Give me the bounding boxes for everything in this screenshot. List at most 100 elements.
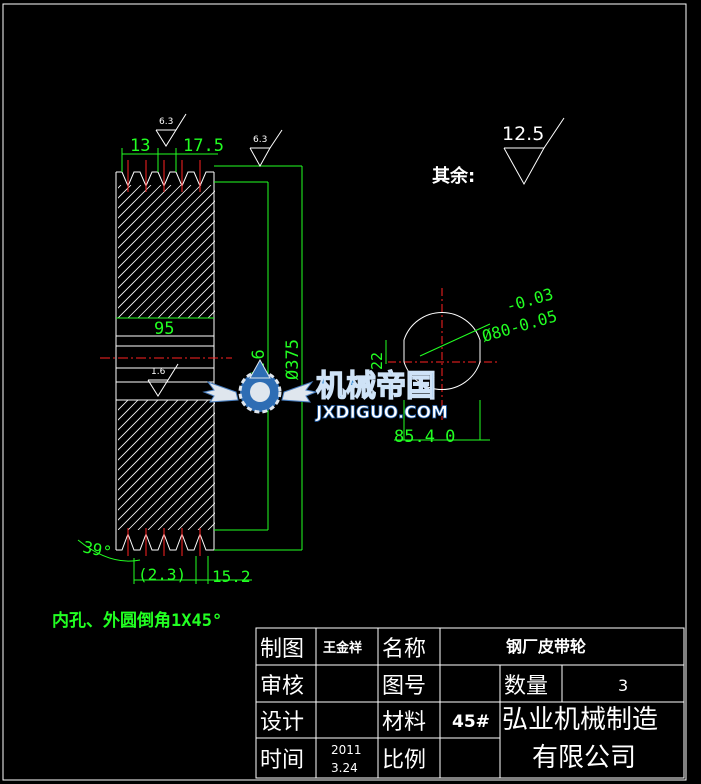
dim-13: 13 [130,136,150,156]
hatch-line [338,185,471,318]
wing-right-icon [281,380,318,403]
dim-39deg: 39° [81,537,113,562]
value-date-year: 2011 [331,743,362,757]
label-design: 设计 [260,710,304,735]
hatch-line [118,400,209,491]
roughness-symbol-1-6: 1.6 [147,363,179,397]
title-block: 制图 王金祥 名称 钢厂皮带轮 审核 图号 数量 3 设计 材料 45# 弘业机… [255,627,685,779]
hatch-line [368,185,501,318]
hatch-line [118,185,202,269]
pulley-section [0,160,501,556]
hatch-line [268,185,401,318]
hatch-line [308,185,441,318]
hatch-line [177,492,215,530]
hatch-line [207,310,215,318]
hatch-line [228,185,361,318]
hatch-line [0,185,81,318]
hatch-line [0,185,71,318]
watermark-url: JXDIGUO.COM [315,403,448,423]
hatch-line [118,185,162,229]
wing-left-icon [202,380,239,403]
roughness-other-label: 其余: [432,165,475,187]
hatch-line [118,400,149,431]
hatch-line [118,185,172,239]
hatch-line [118,185,182,249]
roughness-other-value: 12.5 [502,123,544,145]
hatch-line [187,502,215,530]
hatch-line [118,185,142,209]
label-drawing-no: 图号 [382,674,426,699]
svg-text:6.3: 6.3 [159,117,173,127]
hatch-line [0,400,68,530]
groove-centerlines [127,160,201,556]
hatch-line [118,185,122,189]
dim-2-3: (2.3) [138,565,186,584]
hatch-line [167,482,215,530]
hatch-line [118,185,132,199]
value-drawn-by: 王金祥 [323,640,362,656]
roughness-symbols: 6.3 6.3 1.6 12.5 其余: [147,113,565,397]
svg-text:6.3: 6.3 [253,135,267,145]
hatch-line [0,185,91,318]
hatch-line [197,300,215,318]
dim-d375: Ø375 [283,339,303,380]
watermark-title: 机械帝国 [316,369,436,404]
hatch-line [137,452,215,530]
dim-95: 95 [154,319,174,339]
hatch-line [0,400,58,530]
hatch-line [0,400,88,530]
hatch-line [288,185,421,318]
dimensions: 13 17.5 95 4.6 Ø375 39° (2.3) 15.2 [77,136,303,586]
value-quantity: 3 [618,676,628,695]
hatch-line [118,210,215,309]
company-line-2: 有限公司 [532,743,636,773]
label-quantity: 数量 [504,674,548,699]
svg-text:1.6: 1.6 [151,367,166,377]
value-name: 钢厂皮带轮 [506,637,586,656]
label-drawn-by: 制图 [260,637,304,662]
hatch-top [0,185,501,318]
hatch-line [118,400,199,481]
roughness-symbol-6-3-b: 6.3 [249,129,283,168]
hatch-line [118,220,215,318]
hatch-line [157,260,215,318]
label-name: 名称 [382,637,426,662]
hatch-line [0,400,108,530]
dim-17-5: 17.5 [183,136,224,156]
label-scale: 比例 [382,748,426,773]
hatch-line [118,190,215,289]
hatch-line [197,512,215,530]
hatch-line [358,185,491,318]
label-checked: 审核 [260,674,304,699]
hatch-line [137,240,215,318]
hatch-line [147,462,215,530]
hatch-line [118,185,212,279]
hatch-line [118,185,152,219]
hatch-line [328,185,461,318]
hatch-line [187,290,215,318]
hatch-line [0,185,101,318]
value-date-day: 3.24 [331,761,358,775]
hatch-line [118,400,119,401]
hatch-line [258,185,391,318]
hatch-line [0,185,51,318]
hatch-line [127,230,215,318]
hatch-line [348,185,481,318]
hatch-line [118,400,179,461]
hatch-line [157,472,215,530]
dim-15-2: 15.2 [212,567,251,586]
hatch-line [0,185,111,318]
hatch-line [177,280,215,318]
dim-85-4: 85.4 0 [394,427,455,447]
hatch-line [147,250,215,318]
hatch-line [118,400,169,451]
sheet-border [2,3,687,781]
value-material: 45# [452,712,490,732]
hatch-line [127,442,215,530]
hatch-line [118,412,215,511]
hatch-line [0,400,78,530]
hatch-line [278,185,411,318]
hatch-line [118,400,139,421]
hatch-line [118,400,189,471]
